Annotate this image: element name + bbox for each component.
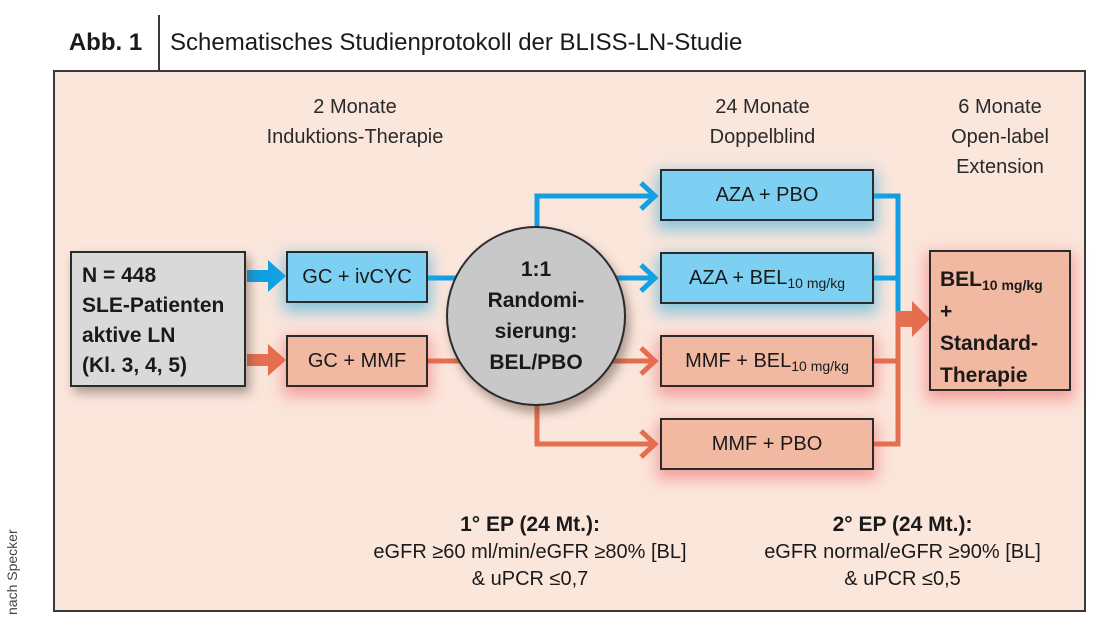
arm-aza-pbo-label: AZA + PBO [715,183,819,206]
arm-aza-bel-label: AZA + BEL10 mg/kg [689,267,845,290]
induction-mmf-box: GC + MMF [286,335,428,387]
arrowhead-aza-bel [639,263,659,293]
population-type: SLE-Patienten [82,294,225,317]
arm-aza-bel-box: AZA + BEL10 mg/kg [660,252,874,304]
arrow-to-mmf [247,344,286,376]
extension-drug-name: BEL [940,268,982,291]
phase-extension-name: Open-label [951,126,1049,148]
population-n: N = 448 [82,264,157,287]
arrowhead-aza-pbo [639,181,659,211]
induction-ivcyc-label: GC + ivCYC [302,265,412,288]
arm-mmf-bel-dose: 10 mg/kg [791,357,849,374]
induction-ivcyc-box: GC + ivCYC [286,251,428,303]
randomization-arms: BEL/PBO [489,351,583,374]
extension-plus: + [940,300,953,323]
phase-extension-name-2: Extension [956,156,1044,178]
phase-induction-label: 2 Monate Induktions-Therapie [250,92,460,152]
arm-aza-bel-dose: 10 mg/kg [787,274,845,291]
secondary-endpoint-title: 2° EP (24 Mt.): [832,513,973,536]
merge-blue [874,193,901,312]
arm-aza-bel-drug: AZA + BEL [689,266,788,289]
secondary-endpoint: 2° EP (24 Mt.): eGFR normal/eGFR ≥90% [B… [720,511,1085,593]
phase-extension-duration: 6 Monate [958,96,1042,118]
header-bar: Abb. 1 Schematisches Studienprotokoll de… [53,15,1086,72]
merge-orange [874,312,901,447]
extension-drug: BEL10 mg/kg [940,264,1043,296]
line-to-mmf-pbo [534,404,652,447]
primary-endpoint-criteria-2: & uPCR ≤0,7 [471,568,589,590]
phase-doubleblind-label: 24 Monate Doppelblind [660,92,865,152]
population-classes: (Kl. 3, 4, 5) [82,354,188,377]
randomization-line-2: Randomi- [487,289,585,312]
arm-mmf-pbo-box: MMF + PBO [660,418,874,470]
extension-box: BEL10 mg/kg + Standard- Therapie [929,250,1071,391]
arrow-to-ivcyc [247,260,286,292]
randomization-line-3: sierung: [494,320,578,343]
extension-standard: Standard- [940,332,1039,355]
randomization-ratio: 1:1 [520,258,552,281]
arm-aza-pbo-box: AZA + PBO [660,169,874,221]
extension-therapy: Therapie [940,364,1028,387]
arrowhead-mmf-pbo [639,429,659,459]
primary-endpoint: 1° EP (24 Mt.): eGFR ≥60 ml/min/eGFR ≥80… [330,511,730,593]
line-to-aza-pbo [534,193,652,228]
arm-mmf-bel-drug: MMF + BEL [685,349,792,372]
extension-dose: 10 mg/kg [982,277,1043,293]
figure-title: Schematisches Studienprotokoll der BLISS… [170,28,743,56]
phase-extension-label: 6 Monate Open-label Extension [925,92,1075,182]
phase-doubleblind-name: Doppelblind [709,126,816,148]
secondary-endpoint-criteria-2: & uPCR ≤0,5 [844,568,961,590]
induction-mmf-label: GC + MMF [307,349,407,372]
arm-mmf-bel-label: MMF + BEL10 mg/kg [685,350,849,373]
arrow-to-extension [896,301,930,337]
phase-doubleblind-duration: 24 Monate [715,96,810,118]
arm-mmf-pbo-label: MMF + PBO [711,432,823,455]
population-box: N = 448 SLE-Patienten aktive LN (Kl. 3, … [70,251,246,387]
secondary-endpoint-criteria-1: eGFR normal/eGFR ≥90% [BL] [764,541,1041,563]
phase-induction-name: Induktions-Therapie [266,126,444,148]
figure-number: Abb. 1 [53,15,160,70]
phase-induction-duration: 2 Monate [313,96,397,118]
primary-endpoint-title: 1° EP (24 Mt.): [460,513,600,536]
randomization-circle: 1:1 Randomi- sierung: BEL/PBO [446,226,626,406]
figure-credit: nach Specker [4,529,20,615]
arrowhead-mmf-bel [639,346,659,376]
primary-endpoint-criteria-1: eGFR ≥60 ml/min/eGFR ≥80% [BL] [373,541,687,563]
figure-header: Abb. 1 Schematisches Studienprotokoll de… [53,15,1086,72]
population-condition: aktive LN [82,324,176,347]
arm-mmf-bel-box: MMF + BEL10 mg/kg [660,335,874,387]
